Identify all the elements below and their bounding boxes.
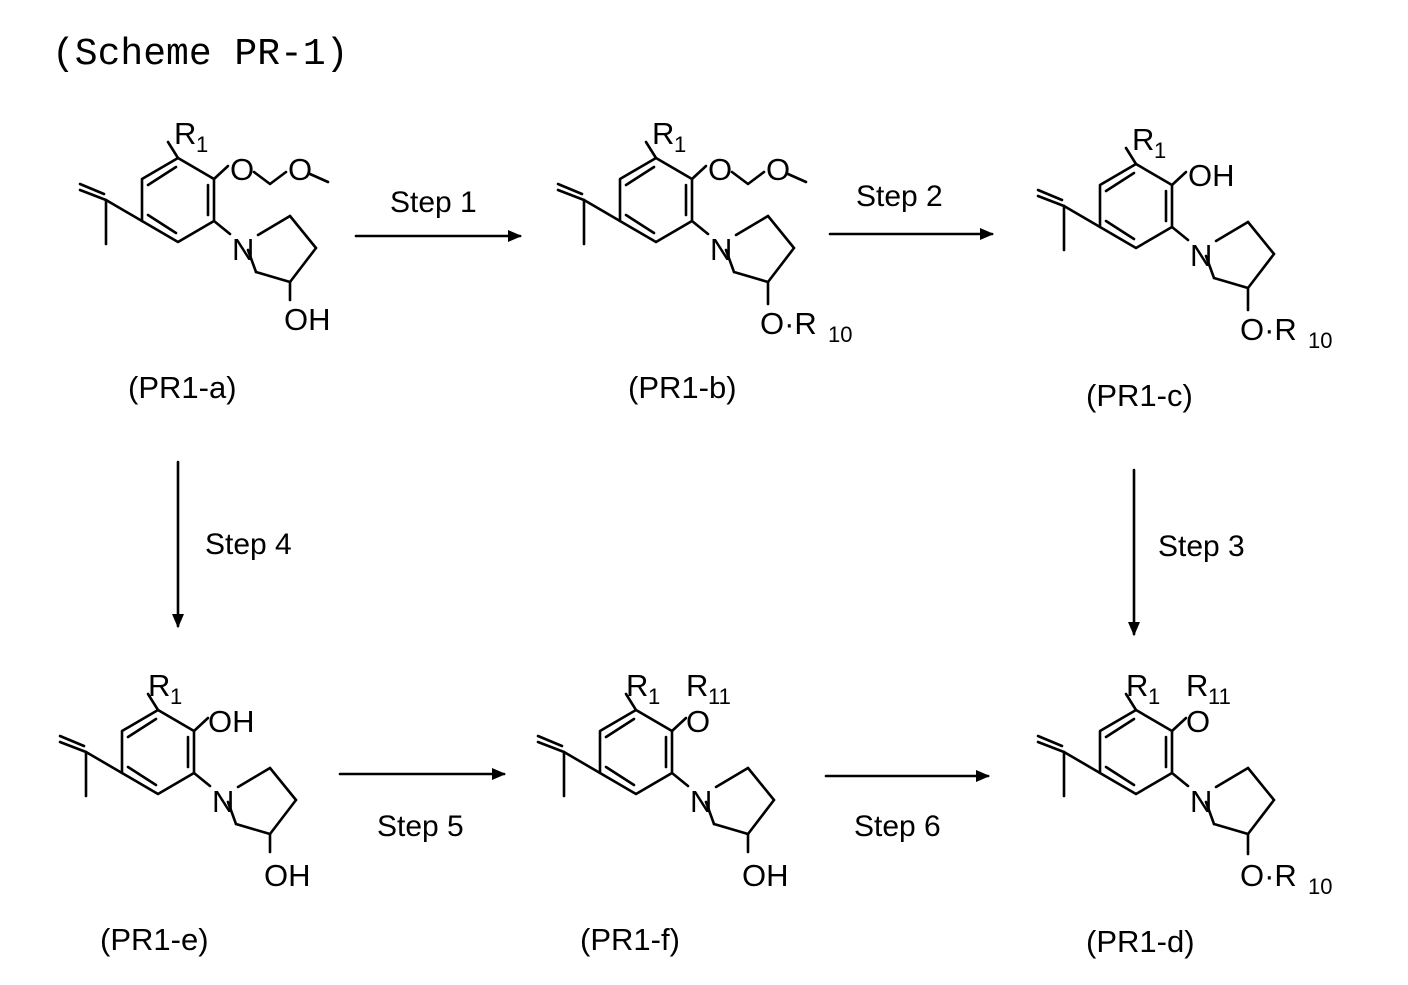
arrow-step-6: Step 6 (826, 776, 988, 843)
svg-text:1: 1 (170, 684, 182, 709)
arrow-step-3: Step 3 (1134, 470, 1245, 634)
oxygen-label: O (708, 152, 732, 187)
r1-label: R (174, 116, 196, 151)
svg-text:1: 1 (196, 132, 208, 157)
compound-pr1-c: R 1 OH N O·R 10 (1038, 122, 1332, 353)
compound-pr1-e: R 1 OH N OH (60, 668, 311, 893)
arrow-step-2: Step 2 (830, 180, 992, 234)
svg-text:10: 10 (1308, 874, 1332, 899)
nitrogen-label: N (1190, 784, 1212, 819)
oxygen-label: O (766, 152, 790, 187)
step-4-label: Step 4 (205, 528, 292, 561)
hydroxyl-label: OH (284, 302, 331, 337)
hydroxyl-label: OH (1188, 158, 1235, 193)
svg-text:1: 1 (674, 132, 686, 157)
compound-pr1-f: R 1 R 11 O N OH (538, 668, 789, 893)
svg-text:11: 11 (708, 684, 731, 709)
svg-text:1: 1 (1154, 138, 1166, 163)
compound-pr1-d: R 1 R 11 O N O·R 10 (1038, 668, 1332, 899)
compound-label-pr1-e: (PR1-e) (100, 922, 209, 957)
arrow-step-5: Step 5 (340, 774, 504, 843)
step-6-label: Step 6 (854, 810, 941, 843)
hydroxyl-label: OH (208, 704, 255, 739)
hydroxyl-label: OH (264, 858, 311, 893)
compound-pr1-a: R 1 O O N OH (80, 116, 331, 337)
r1-label: R (148, 668, 170, 703)
compound-label-pr1-d: (PR1-d) (1086, 924, 1195, 959)
nitrogen-label: N (690, 784, 712, 819)
ether-label: O·R (1240, 312, 1297, 347)
hydroxyl-label: OH (742, 858, 789, 893)
step-2-label: Step 2 (856, 180, 943, 213)
nitrogen-label: N (710, 232, 732, 267)
r1-label: R (626, 668, 648, 703)
compound-label-pr1-b: (PR1-b) (628, 370, 737, 405)
svg-text:11: 11 (1208, 684, 1231, 709)
scheme-title: (Scheme PR-1) (52, 33, 348, 76)
step-1-label: Step 1 (390, 186, 477, 219)
nitrogen-label: N (1190, 238, 1212, 273)
r11-label: R (686, 668, 708, 703)
step-3-label: Step 3 (1158, 530, 1245, 563)
step-5-label: Step 5 (377, 810, 464, 843)
arrow-step-4: Step 4 (178, 462, 292, 626)
r1-label: R (1132, 122, 1154, 157)
svg-text:10: 10 (1308, 328, 1332, 353)
compound-label-pr1-f: (PR1-f) (580, 922, 680, 957)
oxygen-label: O (230, 152, 254, 187)
nitrogen-label: N (232, 232, 254, 267)
nitrogen-label: N (212, 784, 234, 819)
svg-text:1: 1 (1148, 684, 1160, 709)
arrow-step-1: Step 1 (356, 186, 520, 236)
r1-label: R (1126, 668, 1148, 703)
r11-label: R (1186, 668, 1208, 703)
compound-pr1-b: R 1 O O N O·R 10 (558, 116, 852, 347)
compound-label-pr1-c: (PR1-c) (1086, 378, 1193, 413)
ether-label: O·R (760, 306, 817, 341)
svg-text:10: 10 (828, 322, 852, 347)
oxygen-label: O (1186, 704, 1210, 739)
ether-label: O·R (1240, 858, 1297, 893)
oxygen-label: O (288, 152, 312, 187)
compound-label-pr1-a: (PR1-a) (128, 370, 237, 405)
r1-label: R (652, 116, 674, 151)
oxygen-label: O (686, 704, 710, 739)
svg-text:1: 1 (648, 684, 660, 709)
